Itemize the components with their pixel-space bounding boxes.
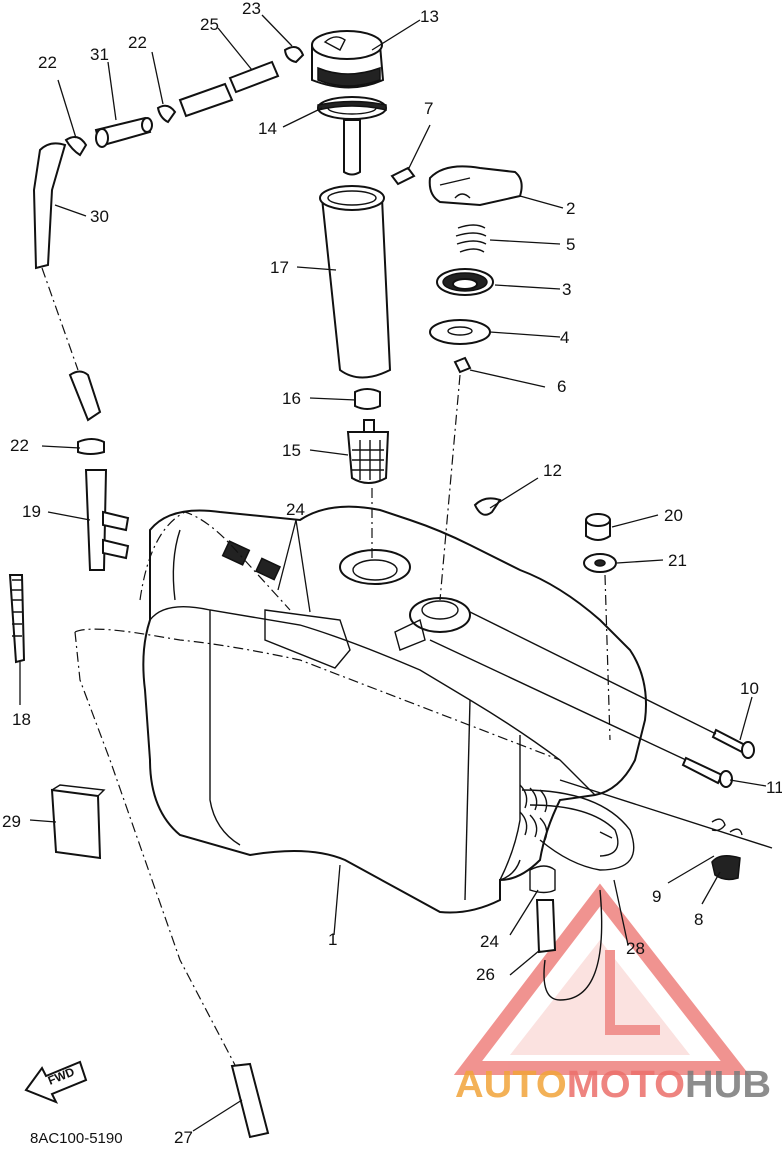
- callout-7: 7: [424, 99, 433, 118]
- callout-24-a: 24: [286, 500, 305, 519]
- watermark-moto: MOTO: [567, 1064, 685, 1106]
- bolt-10: [711, 728, 755, 759]
- callout-28: 28: [626, 939, 645, 958]
- fuel-cock-o-ring: [453, 356, 472, 374]
- watermark-auto: AUTO: [455, 1064, 567, 1106]
- fuel-cock-lever: [428, 165, 523, 207]
- callout-14: 14: [258, 119, 277, 138]
- bolt-11: [681, 756, 733, 788]
- callout-11: 11: [766, 778, 782, 797]
- filler-gasket: [317, 96, 387, 120]
- fuel-cock-pin: [390, 166, 416, 186]
- callout-16: 16: [282, 389, 301, 408]
- callout-9: 9: [652, 887, 661, 906]
- callout-20: 20: [664, 506, 683, 525]
- fuel-cock-spring: [455, 224, 487, 253]
- callout-10: 10: [740, 679, 759, 698]
- leader-lines: [19, 14, 767, 1132]
- cushion-8: [711, 855, 741, 881]
- callout-22-b: 22: [128, 33, 147, 52]
- t-joint-19: [84, 469, 130, 571]
- fuel-strainer-tube: [319, 185, 392, 379]
- callout-8: 8: [694, 910, 703, 929]
- pad-29-top: [51, 784, 106, 797]
- collar-washer: [583, 553, 617, 573]
- fuel-cock-seal: [436, 268, 494, 296]
- hose-27: [230, 1062, 270, 1139]
- callout-1: 1: [328, 930, 337, 949]
- watermark-logo-icon: [453, 883, 750, 1075]
- clamp-22-mid: [156, 104, 177, 124]
- clamp-22-lower: [77, 438, 105, 455]
- joint-31: [94, 116, 153, 148]
- callout-4: 4: [560, 328, 569, 347]
- filler-cap: [311, 30, 385, 89]
- callout-27: 27: [174, 1128, 193, 1147]
- fwd-arrow-icon: [24, 1060, 88, 1104]
- callout-19: 19: [22, 502, 41, 521]
- callout-17: 17: [270, 258, 289, 277]
- band-18: [8, 574, 26, 664]
- callout-26: 26: [476, 965, 495, 984]
- pad-29: [50, 788, 102, 860]
- fuel-cock-washer: [429, 319, 491, 345]
- callout-30: 30: [90, 207, 109, 226]
- clamp-22-top: [64, 135, 88, 157]
- callout-2: 2: [566, 199, 575, 218]
- callout-13: 13: [420, 7, 439, 26]
- retaining-clip: [473, 497, 502, 516]
- callout-23: 23: [242, 0, 261, 18]
- fuel-tank: [142, 505, 647, 914]
- clamp-9: [711, 818, 743, 836]
- callout-25: 25: [200, 15, 219, 34]
- callout-15: 15: [282, 441, 301, 460]
- band-ribs: [12, 579, 22, 637]
- callout-31: 31: [90, 45, 109, 64]
- watermark-hub: HUB: [685, 1064, 771, 1106]
- callout-18: 18: [12, 710, 31, 729]
- vent-hose: [519, 784, 635, 871]
- callout-12: 12: [543, 461, 562, 480]
- callout-5: 5: [566, 235, 575, 254]
- callout-3: 3: [562, 280, 571, 299]
- callout-29: 29: [2, 812, 21, 831]
- damper: [585, 513, 611, 541]
- hose-upper: [68, 370, 102, 422]
- callout-22-c: 22: [10, 436, 29, 455]
- fuel-filter: [346, 388, 390, 484]
- drain-hose: [529, 865, 603, 1001]
- callout-6: 6: [557, 377, 566, 396]
- callout-22-a: 22: [38, 53, 57, 72]
- hose-25-a: [178, 82, 234, 118]
- callout-24-b: 24: [480, 932, 499, 951]
- clamp-23: [283, 45, 305, 64]
- callout-21: 21: [668, 551, 687, 570]
- hose-30: [32, 142, 67, 270]
- hose-25-b: [228, 60, 280, 94]
- diagram-code: 8AC100-5190: [30, 1130, 123, 1147]
